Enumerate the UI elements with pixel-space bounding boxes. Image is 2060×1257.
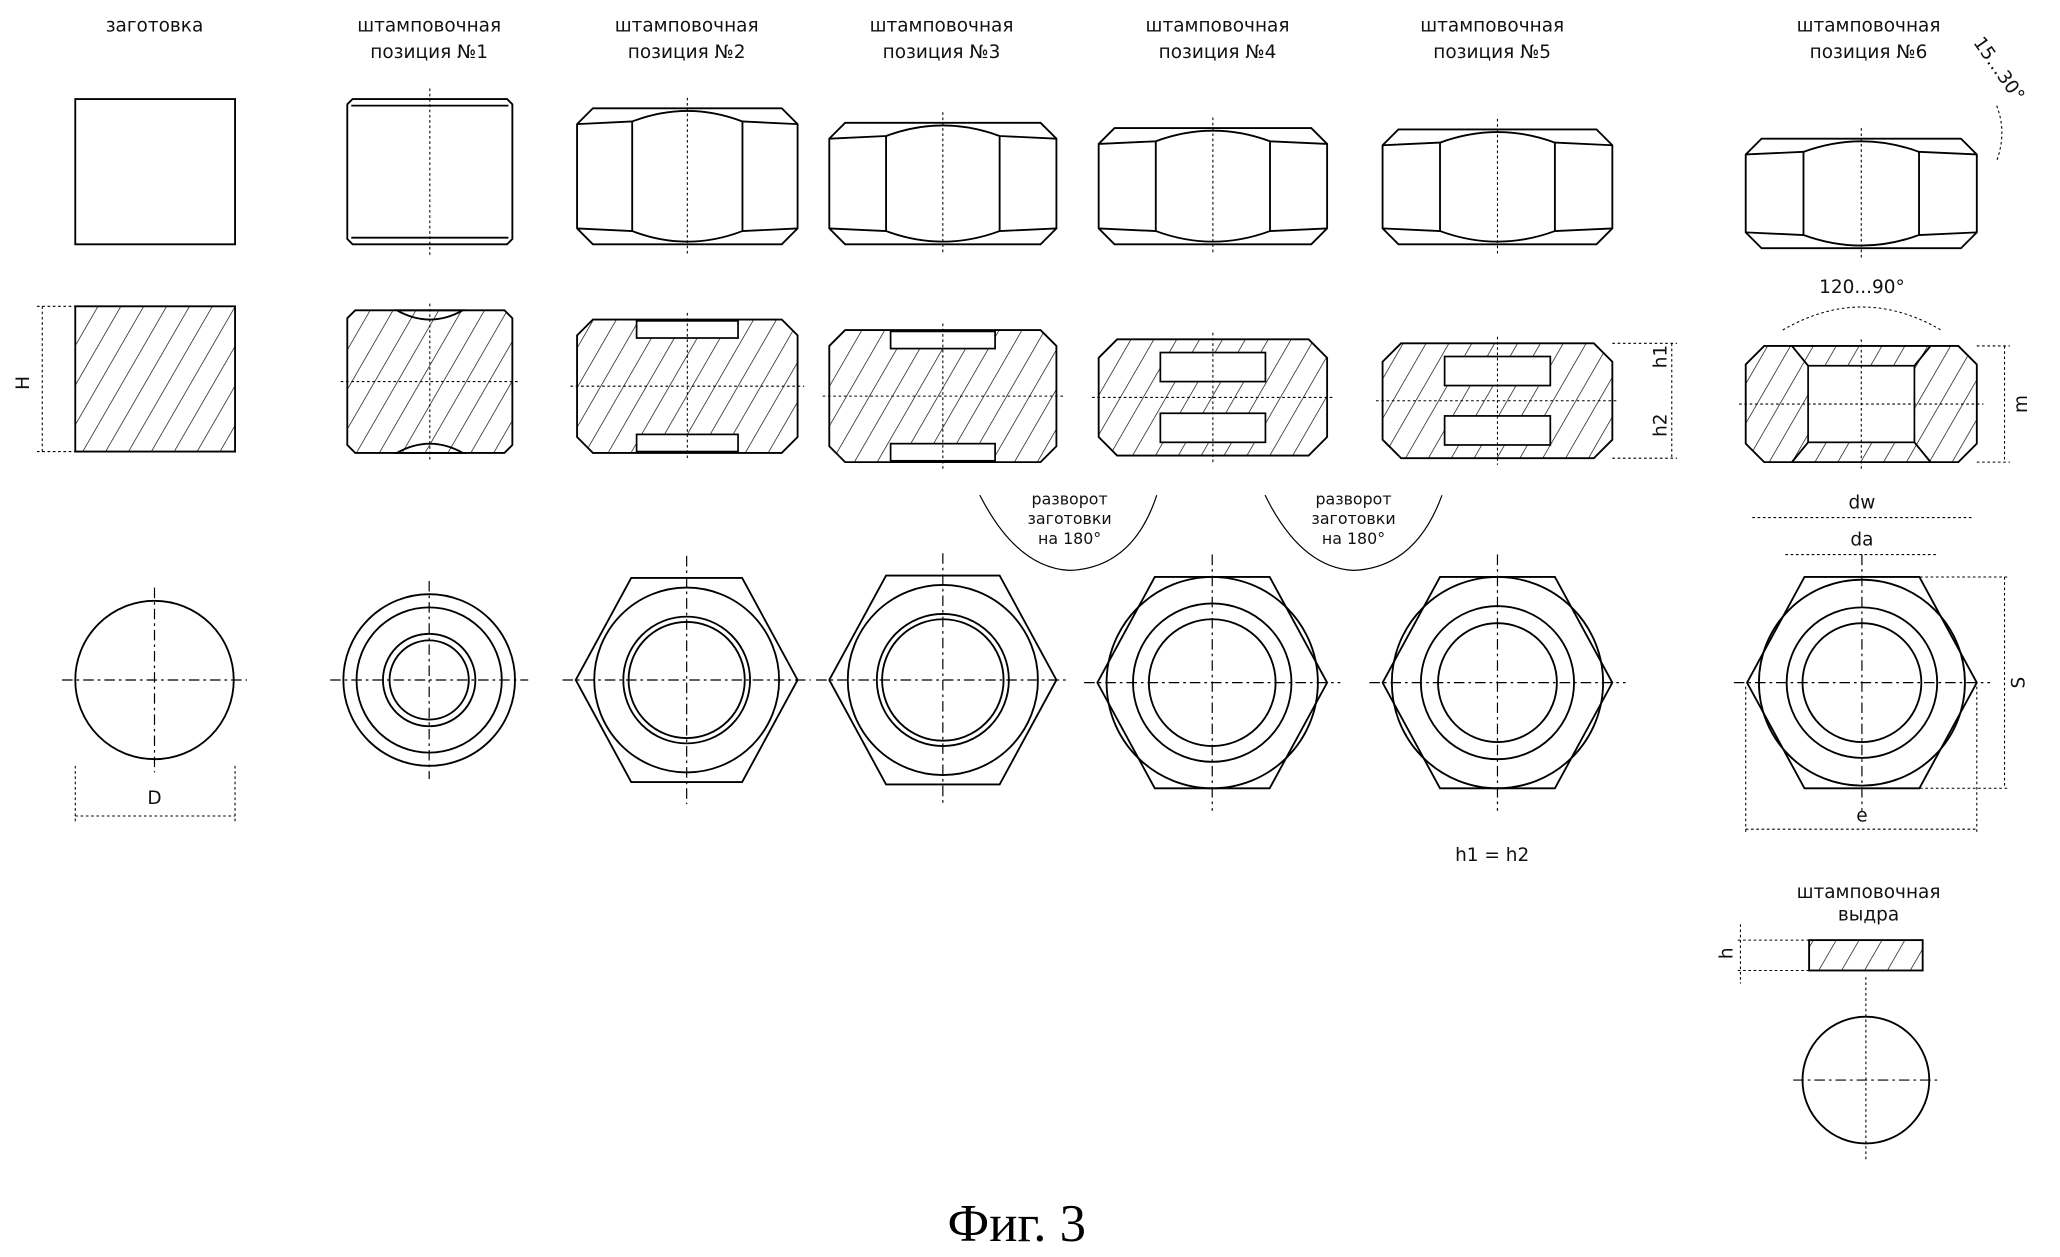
header-pos1-line1: штамповочная <box>357 16 501 37</box>
slug-label-line2: выдра <box>1838 904 1899 925</box>
dim-h: h <box>1717 947 1738 959</box>
recess <box>393 309 467 321</box>
section-view-2 <box>570 312 805 460</box>
hex-top-arc <box>829 124 1057 140</box>
countersink <box>1913 345 1932 367</box>
dim-e: e <box>1856 805 1867 826</box>
top-view-0 <box>62 587 247 773</box>
header-pos3-line2: позиция №3 <box>883 42 1001 63</box>
dim-h1: h1 <box>1650 345 1671 368</box>
header-pos3-line1: штамповочная <box>870 16 1014 37</box>
dim-D: D <box>147 788 161 809</box>
header-pos5-line1: штамповочная <box>1420 16 1564 37</box>
header-pos6-line2: позиция №6 <box>1810 42 1928 63</box>
top-view-6 <box>1733 554 1991 811</box>
dim-da: da <box>1850 529 1873 550</box>
hex-bottom-arc <box>829 227 1057 243</box>
top-view-2 <box>562 555 811 805</box>
header-pos2-line1: штамповочная <box>615 16 759 37</box>
side-outline <box>74 98 236 246</box>
flip-note-text: разворот <box>1315 489 1391 508</box>
hex-top-arc <box>1382 131 1613 147</box>
dim-dw: dw <box>1849 492 1876 513</box>
hex-bottom-arc <box>577 227 798 243</box>
section-view-5 <box>1375 336 1619 465</box>
column-headers: заготовка штамповочная позиция №1 штампо… <box>106 16 1941 63</box>
equation-h1-h2: h1 = h2 <box>1455 845 1529 866</box>
recess <box>393 442 467 454</box>
hex-bottom-arc <box>1382 227 1613 243</box>
side-view-6 <box>1744 128 1978 259</box>
top-view-3 <box>816 553 1070 807</box>
header-pos4-line2: позиция №4 <box>1159 42 1277 63</box>
header-pos4-line1: штамповочная <box>1146 16 1290 37</box>
countersink <box>1791 441 1809 463</box>
section-view-4 <box>1092 332 1334 463</box>
header-blank: заготовка <box>106 16 204 37</box>
flip-note-1: разворот заготовки на 180° <box>979 489 1158 571</box>
section-outline <box>74 305 236 453</box>
figure-caption: Фиг. 3 <box>948 1195 1086 1253</box>
header-pos6-line1: штамповочная <box>1797 16 1941 37</box>
side-view-4 <box>1097 117 1329 255</box>
slug-views <box>1793 939 1939 1162</box>
dim-h2: h2 <box>1650 413 1671 436</box>
dim-S: S <box>2008 677 2029 689</box>
flip-note-2: разворот заготовки на 180° <box>1264 489 1443 571</box>
dim-chamfer-angle: 15...30° <box>1969 33 2029 106</box>
flip-note-text: разворот <box>1032 489 1108 508</box>
countersink <box>1791 345 1809 367</box>
hex-bottom-arc <box>1098 227 1328 243</box>
top-view-1 <box>330 580 529 780</box>
top-view-4 <box>1084 554 1341 811</box>
header-pos1-line2: позиция №1 <box>370 42 488 63</box>
side-view-2 <box>576 97 799 255</box>
hex-top-arc <box>1745 140 1977 156</box>
hex-bottom-arc <box>1745 231 1977 247</box>
section-view-3 <box>822 323 1064 469</box>
section-view-1 <box>340 303 519 460</box>
circle-outline <box>622 615 751 745</box>
hex-top-arc <box>577 110 798 126</box>
flip-note-text: заготовки <box>1028 509 1112 528</box>
side-outline <box>346 98 514 246</box>
hex-top-arc <box>1098 129 1328 145</box>
side-view-3 <box>828 112 1058 255</box>
header-pos2-line2: позиция №2 <box>628 42 746 63</box>
side-outline <box>576 107 799 246</box>
flip-arrow-arc <box>979 494 1158 571</box>
flip-note-text: на 180° <box>1038 529 1101 548</box>
flip-arrow-arc <box>1264 494 1443 571</box>
recess <box>1443 415 1552 446</box>
dim-countersink-angle: 120...90° <box>1819 277 1905 298</box>
angle-arc <box>1782 306 1942 331</box>
angle-arc <box>1996 105 2003 162</box>
header-pos5-line2: позиция №5 <box>1433 42 1551 63</box>
section-view-6 <box>1739 339 1984 469</box>
flip-note-text: заготовки <box>1311 509 1395 528</box>
dim-m: m <box>2011 395 2032 413</box>
side-view-1 <box>346 88 514 255</box>
section-view-0 <box>74 305 236 453</box>
slug-label-line1: штамповочная <box>1797 882 1941 903</box>
side-view-5 <box>1381 118 1614 255</box>
dim-H: H <box>13 376 34 390</box>
countersink <box>1913 441 1932 463</box>
top-view-5 <box>1369 554 1626 811</box>
slug-section <box>1808 939 1924 972</box>
side-view-0 <box>74 98 236 246</box>
section-outline <box>828 329 1058 464</box>
flip-note-text: на 180° <box>1322 529 1385 548</box>
